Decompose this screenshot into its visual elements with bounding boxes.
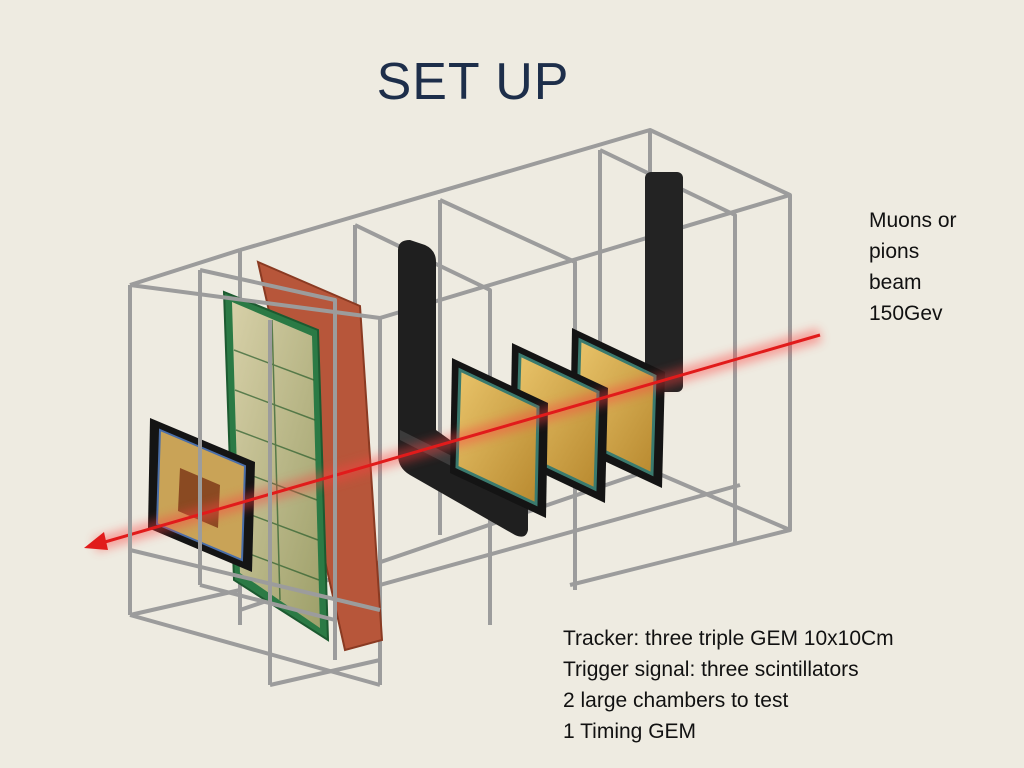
- tracker-gem-1: [450, 358, 548, 518]
- beam-label-line: beam: [869, 271, 922, 294]
- beam-label: Muons or pions beam 150Gev: [869, 205, 999, 329]
- beam-label-line: pions: [869, 240, 920, 263]
- particle-beam: [84, 328, 822, 552]
- description-line: Trigger signal: three scintillators: [563, 658, 859, 681]
- beam-label-line: 150Gev: [869, 302, 943, 325]
- beam-arrow-icon: [84, 532, 108, 550]
- scintillator-middle: [398, 240, 529, 537]
- slide-title: SET UP: [376, 53, 570, 111]
- description-line: 2 large chambers to test: [563, 689, 789, 712]
- description-line: Tracker: three triple GEM 10x10Cm: [563, 627, 894, 650]
- support-frame-front: [128, 248, 381, 687]
- scintillator-right: [645, 172, 683, 392]
- beam-label-line: Muons or: [869, 209, 957, 232]
- tracker-gems: [450, 328, 665, 518]
- setup-description: Tracker: three triple GEM 10x10Cm Trigge…: [563, 623, 1013, 747]
- description-line: 1 Timing GEM: [563, 720, 697, 743]
